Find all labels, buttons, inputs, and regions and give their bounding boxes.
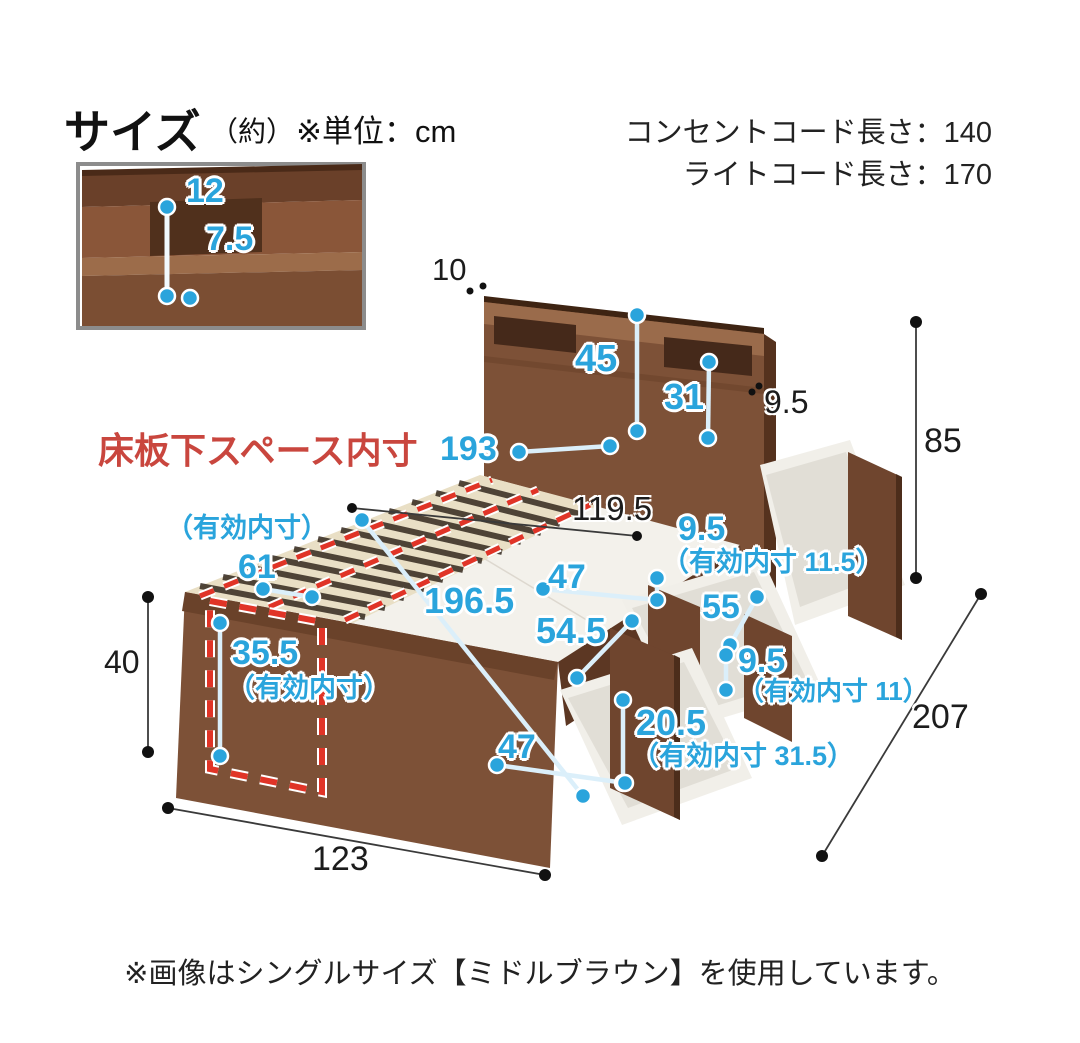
dim-207: 207 xyxy=(912,698,969,736)
effective-inner-note-35-5: （有効内寸） xyxy=(228,673,390,703)
headboard-detail-inset xyxy=(76,162,366,330)
dim-123: 123 xyxy=(312,840,369,878)
dim-35-5: 35.5 xyxy=(232,634,299,672)
dim-45: 45 xyxy=(575,338,618,380)
dim-31: 31 xyxy=(664,376,705,417)
title-approx-note: （約） xyxy=(210,116,295,147)
dim-9-5-lower: 9.5 xyxy=(738,642,786,680)
floor-space-label: 床板下スペース内寸 xyxy=(98,430,418,471)
effective-inner-note-11-5: （有効内寸 11.5） xyxy=(662,547,883,577)
light-cord-note: ライトコード長さ：170 xyxy=(682,159,992,192)
dim-12: 12 xyxy=(186,172,224,210)
drawers xyxy=(560,440,905,825)
dim-47-mid: 47 xyxy=(548,558,586,596)
effective-inner-note-head: （有効内寸） xyxy=(166,513,328,543)
inset-dimension xyxy=(157,197,200,308)
dim-196-5: 196.5 xyxy=(424,580,515,621)
black-dimension-dots xyxy=(142,282,987,881)
dim-9-5-headboard: 9.5 xyxy=(764,384,809,420)
dim-9-5-inner: 9.5 xyxy=(678,510,726,548)
unit-note: ※単位：cm xyxy=(296,114,457,149)
dim-47-bottom: 47 xyxy=(498,728,536,766)
dim-40: 40 xyxy=(104,644,140,680)
dim-55: 55 xyxy=(702,588,740,626)
black-dimension-lines xyxy=(142,282,987,881)
effective-inner-note-31-5: （有効内寸 31.5） xyxy=(632,741,855,771)
dim-20-5: 20.5 xyxy=(636,702,707,743)
outlet-cord-note: コンセントコード長さ：140 xyxy=(624,117,992,149)
effective-inner-note-11: （有効内寸 11） xyxy=(738,676,929,706)
dim-10: 10 xyxy=(432,252,467,287)
dim-54-5: 54.5 xyxy=(536,610,607,651)
dim-7-5: 7.5 xyxy=(206,220,254,258)
dim-85: 85 xyxy=(924,422,962,460)
floor-space-red-lines xyxy=(198,475,592,799)
page-title: サイズ xyxy=(64,106,201,158)
dim-193: 193 xyxy=(440,430,497,468)
image-usage-note: ※画像はシングルサイズ【ミドルブラウン】を使用しています。 xyxy=(124,958,956,990)
inset-headboard-section xyxy=(82,164,362,326)
dim-61: 61 xyxy=(238,548,276,586)
cord-length-notes: コンセントコード長さ：140 ライトコード長さ：170 xyxy=(625,112,992,196)
dim-119-5: 119.5 xyxy=(572,490,653,527)
